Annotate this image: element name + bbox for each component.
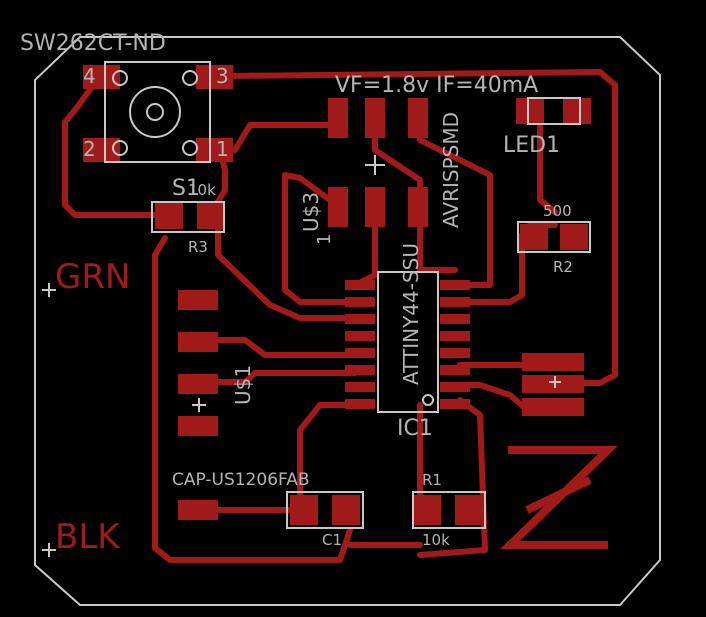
cap-part-label: CAP-US1206FAB <box>172 470 310 490</box>
grn-label: GRN <box>55 257 130 297</box>
u1-pad-4 <box>178 416 218 436</box>
copper-pads <box>83 65 591 525</box>
sw-pad-1 <box>196 138 233 162</box>
c1-outline <box>286 491 364 529</box>
isp-pad-3 <box>408 98 428 138</box>
vf-note-label: VF=1.8v IF=40mA <box>335 73 538 98</box>
sw-pin1-label: 1 <box>216 137 229 161</box>
u1-pad-3 <box>178 374 218 394</box>
r3-ref-label: R3 <box>188 238 208 256</box>
c1-ref-label: C1 <box>322 531 342 549</box>
trace-isp-left <box>232 115 343 153</box>
r2-outline <box>517 221 591 253</box>
led-pad-k <box>563 98 591 124</box>
r3-pad-a <box>155 203 183 229</box>
avrispsmd-label: AVRISPSMD <box>439 112 463 228</box>
ftdi-pad-1 <box>522 353 584 371</box>
z-logo <box>500 446 618 549</box>
switch-part-label: SW262CT-ND <box>20 31 166 56</box>
r1-pad-a <box>413 495 441 525</box>
trace-usb1-pin3 <box>197 370 358 385</box>
c1-pad-a <box>290 495 318 525</box>
r2-pad-b <box>560 224 588 250</box>
r3-outline <box>151 201 225 233</box>
led-pad-a <box>516 98 544 124</box>
board-outline <box>34 36 661 606</box>
trace-sw3-to-led <box>222 69 618 386</box>
ic-outline <box>377 271 439 413</box>
r1-outline <box>412 491 486 529</box>
led-outline <box>527 97 581 125</box>
r3-pad-b <box>197 203 225 229</box>
switch-ref-label: S1 <box>172 176 200 201</box>
silkscreen <box>42 61 591 557</box>
u3-pad-1 <box>328 187 348 227</box>
r1-pad-b <box>455 495 483 525</box>
u1-pad-5 <box>178 500 218 520</box>
switch-knob <box>129 86 181 138</box>
r2-pad-a <box>520 224 548 250</box>
trace-usb1-pin2 <box>197 337 358 358</box>
u3-pad-2 <box>365 187 385 227</box>
trace-led-r2 <box>537 107 558 215</box>
isp-pad-1 <box>328 98 348 138</box>
isp-pad-2 <box>365 98 385 138</box>
c1-pad-b <box>332 495 360 525</box>
usb1-label: U$1 <box>231 365 255 405</box>
r2-val-label: 500 <box>543 202 572 220</box>
usb3-label: U$3 <box>299 192 323 232</box>
led-ref-label: LED1 <box>503 133 560 158</box>
switch-outline <box>104 61 211 163</box>
trace-ic-c1 <box>297 402 358 513</box>
u3-pad-3 <box>408 187 428 227</box>
trace-r3-gnd <box>152 235 168 303</box>
trace-gnd-bottom <box>152 297 353 563</box>
r1-ref-label: R1 <box>422 471 442 489</box>
sw-pad-3 <box>196 65 233 89</box>
sw-pin3-label: 3 <box>216 64 229 88</box>
r3-val-label: 10k <box>188 181 216 199</box>
u1-pad-2 <box>178 332 218 352</box>
sw-pin2-label: 2 <box>83 137 96 161</box>
pin1-label: 1 <box>314 234 335 245</box>
trace-sw4-to-r3 <box>62 107 168 218</box>
ic-ref-label: IC1 <box>397 416 433 441</box>
r1-val-label: 10k <box>422 531 450 549</box>
r2-ref-label: R2 <box>553 258 573 276</box>
ftdi-pad-3 <box>522 398 584 416</box>
u1-pad-1 <box>178 290 218 310</box>
ftdi-pad-2 <box>522 375 584 393</box>
blk-label: BLK <box>55 517 121 557</box>
sw-pin4-label: 4 <box>83 64 96 88</box>
attiny-label: ATTINY44-SSU <box>399 243 423 385</box>
